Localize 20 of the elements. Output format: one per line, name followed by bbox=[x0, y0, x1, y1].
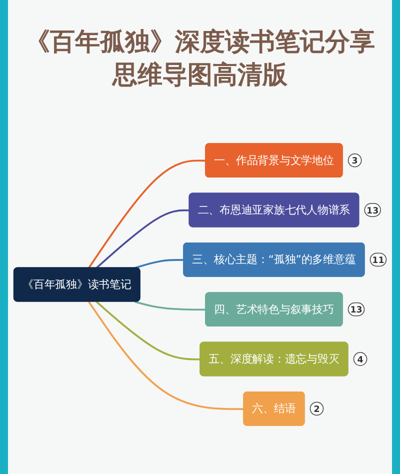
count-badge: 2 bbox=[310, 402, 324, 416]
branch-connector bbox=[88, 160, 206, 269]
topic-box: 五、深度解读：遗忘与毁灭 bbox=[200, 342, 348, 376]
branch-connector bbox=[134, 259, 184, 269]
branch-connector bbox=[96, 301, 200, 360]
topic-box: 三、核心主题：“孤独”的多维意蕴 bbox=[183, 242, 365, 277]
topic-box: 六、结语 bbox=[243, 391, 305, 426]
topic-box: 四、艺术特色与叙事技巧 bbox=[205, 292, 343, 327]
count-badge: 11 bbox=[370, 252, 387, 267]
central-topic-box: 《百年孤独》读书笔记 bbox=[13, 267, 140, 302]
branch-connector bbox=[88, 301, 244, 410]
topic-box: 一、作品背景与文学地位 bbox=[205, 143, 343, 178]
branch-connector bbox=[96, 209, 190, 269]
count-badge: 13 bbox=[364, 203, 381, 217]
count-badge: 4 bbox=[353, 352, 368, 366]
topic-box: 二、布恩迪亚家族七代人物谱系 bbox=[188, 192, 360, 228]
count-badge: 3 bbox=[348, 153, 362, 168]
diagram-title: 《百年孤独》深度读书笔记分享思维导图高清版 bbox=[24, 26, 376, 90]
count-badge: 13 bbox=[348, 302, 365, 316]
branch-connector bbox=[134, 300, 206, 311]
